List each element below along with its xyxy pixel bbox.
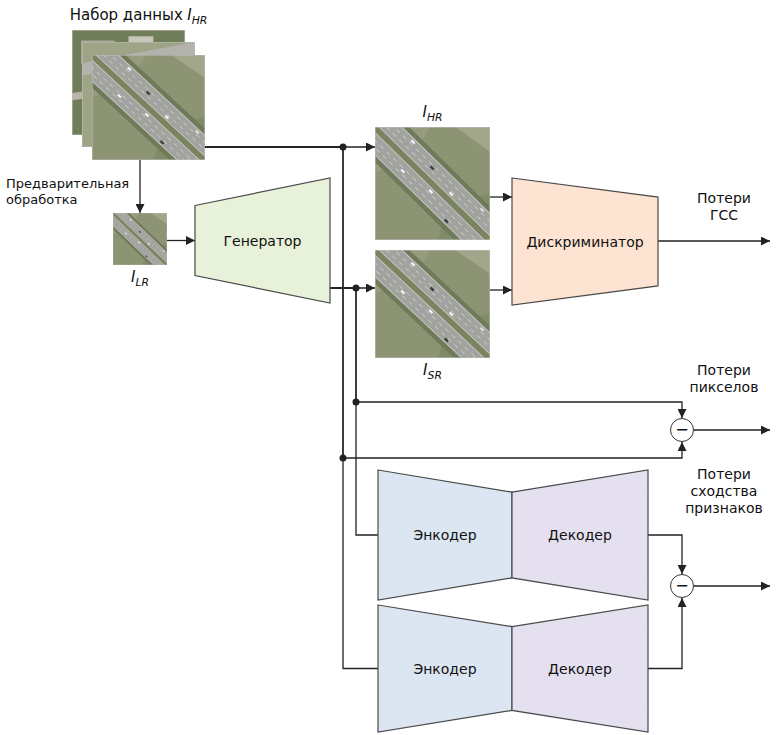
- decoder-trapezoid: Декодер: [512, 605, 648, 732]
- connector: [330, 288, 378, 535]
- dataset-stack: Набор данныхIHR: [72, 30, 205, 160]
- minus-sign: −: [675, 578, 688, 594]
- connector: [648, 598, 682, 669]
- connector: [648, 535, 682, 574]
- minus-sign: −: [675, 422, 688, 438]
- aerial-image: [101, 202, 179, 277]
- shape-outline: [512, 178, 658, 305]
- shape-outline: [512, 470, 648, 600]
- image-caption: ISR: [423, 361, 442, 382]
- output-arrow: [645, 240, 770, 241]
- edge-label: Предварительная обработка: [6, 176, 134, 208]
- output-arrow: [694, 429, 770, 430]
- lr-image: ILR: [113, 213, 167, 265]
- hr-image: IHR: [375, 127, 490, 240]
- connector: [490, 289, 512, 290]
- connector: [490, 196, 512, 197]
- aerial-image: [350, 227, 515, 382]
- connector: [139, 160, 140, 213]
- caption-text: I: [187, 6, 191, 24]
- loss-label: Потери ГСС: [689, 190, 759, 224]
- node-text: Декодер: [548, 527, 612, 543]
- subtract-circle: −: [670, 574, 694, 598]
- caption-text: Набор данных: [70, 6, 183, 24]
- image-caption: Набор данныхIHR: [70, 6, 208, 27]
- aerial-image: [375, 127, 490, 240]
- encoder-trapezoid: Энкодер: [378, 605, 512, 732]
- subtract-circle: −: [670, 418, 694, 442]
- subscript-text: HR: [427, 111, 443, 124]
- junction-dot: [353, 285, 360, 292]
- shape-outline: [195, 178, 330, 303]
- caption-text: I: [131, 268, 135, 286]
- image-caption: IHR: [422, 103, 442, 124]
- junction-dot: [353, 399, 360, 406]
- discriminator-trapezoid: Дискриминатор: [512, 178, 658, 305]
- caption-text: I: [422, 103, 426, 121]
- aerial-image: [67, 33, 229, 184]
- node-text: Дискриминатор: [526, 234, 643, 250]
- shape-outline: [512, 605, 648, 732]
- junction-dot: [340, 455, 347, 462]
- generator-trapezoid: Генератор: [195, 178, 330, 303]
- decoder-trapezoid: Декодер: [512, 470, 648, 600]
- node-text: Энкодер: [413, 527, 476, 543]
- connector: [167, 240, 195, 241]
- aerial-image: [350, 103, 515, 265]
- loss-label: Потери сходства признаков: [681, 466, 767, 517]
- shape-outline: [378, 605, 512, 732]
- sr-image: ISR: [375, 250, 490, 358]
- junction-dot: [340, 144, 347, 151]
- output-arrow: [694, 585, 770, 586]
- subscript-text: HR: [192, 14, 208, 27]
- node-text: Энкодер: [413, 661, 476, 677]
- caption-text: I: [423, 361, 427, 379]
- aerial-image: [92, 55, 205, 160]
- image-caption: ILR: [131, 268, 149, 289]
- node-text: Декодер: [548, 661, 612, 677]
- node-text: Генератор: [224, 233, 302, 249]
- loss-label: Потери пикселов: [681, 362, 767, 396]
- aerial-image: [375, 250, 490, 358]
- shape-outline: [378, 470, 512, 600]
- encoder-trapezoid: Энкодер: [378, 470, 512, 600]
- subscript-text: SR: [428, 369, 442, 382]
- subscript-text: LR: [135, 276, 149, 289]
- aerial-image: [113, 213, 167, 265]
